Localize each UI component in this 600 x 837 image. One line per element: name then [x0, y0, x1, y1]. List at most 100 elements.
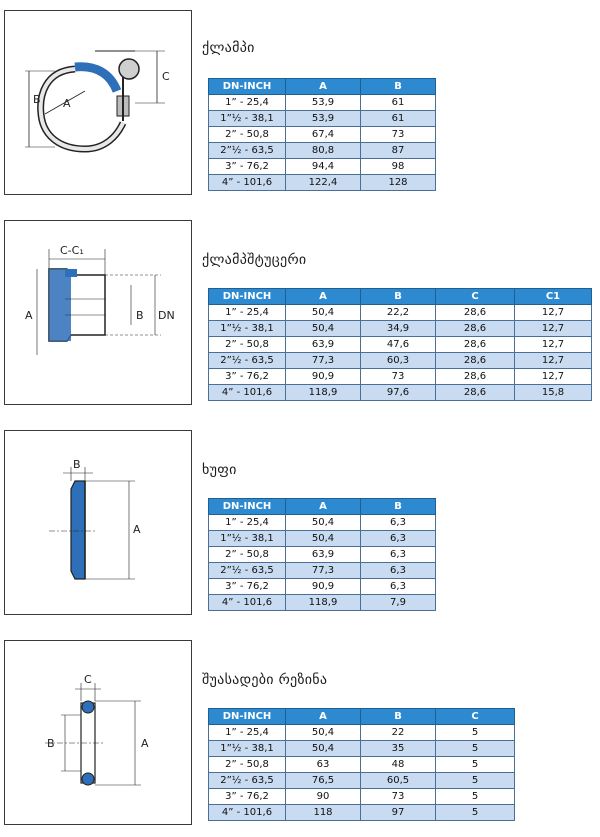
column-header: A [285, 288, 361, 305]
table-cell: 6,3 [360, 530, 436, 547]
column-header: A [285, 498, 361, 515]
table-cell: 15,8 [514, 384, 592, 401]
table-cell: 28,6 [435, 352, 515, 369]
table-cell: 5 [435, 740, 515, 757]
column-header: B [360, 288, 436, 305]
table-cell: 2”½ - 63,5 [208, 352, 286, 369]
cap-label-b: B [73, 458, 81, 471]
table-cell: 12,7 [514, 368, 592, 385]
column-header: C [435, 708, 515, 725]
table-cell: 47,6 [360, 336, 436, 353]
table-cell: 2” - 50,8 [208, 126, 286, 143]
table-cell: 63,9 [285, 546, 361, 563]
table-cell: 1” - 25,4 [208, 304, 286, 321]
table-cell: 1”½ - 38,1 [208, 110, 286, 127]
table-cell: 1”½ - 38,1 [208, 740, 286, 757]
column-header: C [435, 288, 515, 305]
table-header-row: DN-INCH A B C [208, 708, 515, 725]
table-header-row: DN-INCH A B [208, 78, 436, 95]
table-cell: 22,2 [360, 304, 436, 321]
table-cell: 73 [360, 368, 436, 385]
table-cell: 73 [360, 788, 436, 805]
table-cell: 63,9 [285, 336, 361, 353]
clamp-label-b: B [33, 93, 41, 106]
column-header: A [285, 708, 361, 725]
ferrule-diagram: C-C₁ A B DN [4, 220, 192, 405]
column-header: B [360, 78, 436, 95]
table-cell: 3” - 76,2 [208, 368, 286, 385]
cap-drawing: B A [49, 458, 141, 580]
table-cell: 90 [285, 788, 361, 805]
table-cell: 128 [360, 174, 436, 191]
clamp-diagram: B A C [4, 10, 192, 195]
table-cell: 53,9 [285, 110, 361, 127]
table-cell: 28,6 [435, 384, 515, 401]
section-title: ქლამპშტუცერი [202, 252, 307, 268]
table-cell: 6,3 [360, 562, 436, 579]
clamp-label-c: C [162, 70, 170, 83]
table-cell: 76,5 [285, 772, 361, 789]
table-cell: 2”½ - 63,5 [208, 142, 286, 159]
table-cell: 12,7 [514, 336, 592, 353]
table-cell: 1” - 25,4 [208, 94, 286, 111]
column-header: B [360, 708, 436, 725]
table-cell: 4” - 101,6 [208, 384, 286, 401]
gasket-drawing: C B A [45, 673, 149, 786]
table-cell: 34,9 [360, 320, 436, 337]
ferrule-drawing: C-C₁ A B DN [25, 244, 175, 355]
table-cell: 2” - 50,8 [208, 336, 286, 353]
ferrule-label-dn: DN [158, 309, 175, 322]
section-title: შუასადები რეზინა [202, 672, 328, 688]
cap-label-a: A [133, 523, 141, 536]
column-header: DN-INCH [208, 708, 286, 725]
table-cell: 50,4 [285, 530, 361, 547]
table-cell: 118,9 [285, 384, 361, 401]
table-cell: 28,6 [435, 336, 515, 353]
gasket-label-a: A [141, 737, 149, 750]
table-cell: 3” - 76,2 [208, 158, 286, 175]
table-cell: 63 [285, 756, 361, 773]
table-cell: 1”½ - 38,1 [208, 320, 286, 337]
table-cell: 2” - 50,8 [208, 546, 286, 563]
cap-diagram: B A [4, 430, 192, 615]
table-cell: 50,4 [285, 724, 361, 741]
table-cell: 48 [360, 756, 436, 773]
table-cell: 28,6 [435, 368, 515, 385]
ferrule-label-b: B [136, 309, 144, 322]
table-header-row: DN-INCH A B [208, 498, 436, 515]
table-cell: 61 [360, 110, 436, 127]
table-cell: 90,9 [285, 578, 361, 595]
table-cell: 3” - 76,2 [208, 578, 286, 595]
table-cell: 4” - 101,6 [208, 804, 286, 821]
table-cell: 1”½ - 38,1 [208, 530, 286, 547]
column-header: B [360, 498, 436, 515]
table-cell: 2”½ - 63,5 [208, 772, 286, 789]
column-header: DN-INCH [208, 78, 286, 95]
table-cell: 6,3 [360, 578, 436, 595]
section-title: ქლამპი [202, 40, 255, 56]
table-cell: 80,8 [285, 142, 361, 159]
table-cell: 90,9 [285, 368, 361, 385]
table-cell: 98 [360, 158, 436, 175]
table-cell: 60,3 [360, 352, 436, 369]
table-cell: 87 [360, 142, 436, 159]
table-cell: 73 [360, 126, 436, 143]
table-cell: 2”½ - 63,5 [208, 562, 286, 579]
